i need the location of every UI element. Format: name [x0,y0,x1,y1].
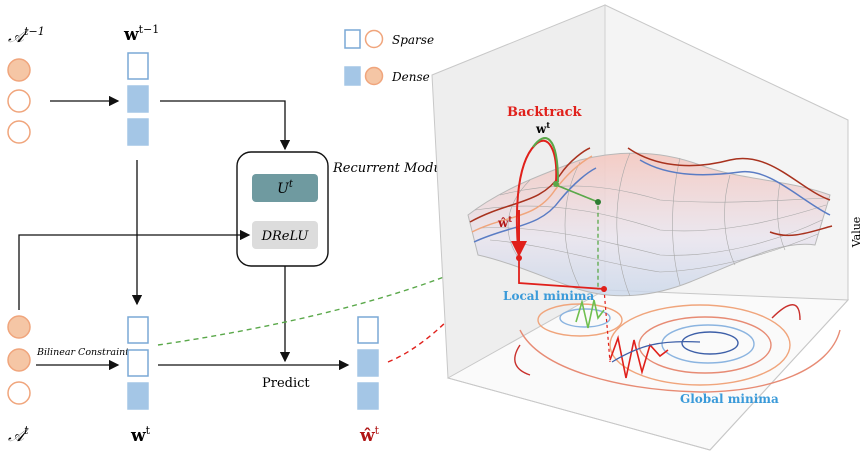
legend-dense-cell [344,66,361,86]
a-cur-group: 𝒜t [7,315,31,446]
a-prev-group: 𝒜t−1 [7,25,45,144]
w-prev-cell-dense [127,85,149,113]
mesh-line [479,219,823,256]
backtrack-green-arc [532,137,559,183]
red-trajectory [609,335,669,379]
a-cur-node-dense [7,348,31,372]
u-label: Ut [277,179,294,197]
mesh-line [616,152,631,297]
green-point-marker [595,199,601,205]
backtrack-label: Backtrack [507,105,583,120]
w-hat-cell-dense [357,349,379,377]
green-step [555,184,599,203]
green-trajectory [575,298,605,329]
predict-label: Predict [262,376,310,391]
arrow-w-prev-to-module [160,100,291,151]
edge-curve [471,155,593,233]
a-prev-node-dense [7,58,31,82]
contour-path [611,341,701,363]
w-cur-cell-dense [127,382,149,410]
edge-curve [473,167,597,243]
legend-sparse-cell [344,29,361,49]
a-cur-label: 𝒜t [8,424,29,446]
w-cur-label: wt [130,424,151,446]
contour-outer [519,329,841,393]
red-step [518,258,605,290]
w-prev-label: wt−1 [123,23,159,45]
edge-curve [639,159,831,216]
w-cur-cell-sparse [127,349,149,377]
edge-curves [469,147,833,243]
mesh-line [777,181,786,251]
w-prev-cell-sparse [127,52,149,80]
w-point-marker [553,181,559,187]
red-projection [603,288,611,363]
drelu-box [252,221,318,249]
contour-ring [559,308,611,328]
w-hat-cell-sparse [357,316,379,344]
value-axis-label: Value [850,217,863,249]
contour-ring [638,316,772,374]
edge-curve [769,225,833,237]
global-minima-label: Global minima [680,392,779,406]
edge-curve [627,147,831,201]
recurrent-module: Ut DReLU Recurrent Module [236,151,454,267]
mesh-line [564,161,581,289]
w-prev-cell-dense [127,118,149,146]
w-prev-group: wt−1 [123,23,159,146]
u-box [252,174,318,202]
mesh-line [724,174,736,266]
w-hat-point-label: ŵt [497,214,512,230]
w-cur-cell-sparse [127,316,149,344]
recurrent-module-label: Recurrent Module [332,161,454,176]
a-prev-node-sparse [7,89,31,113]
contour-outer [771,304,801,321]
legend-dense-node [364,66,384,86]
w-hat-label: ŵt [359,424,380,446]
legend: Sparse Dense [344,29,434,86]
legend-sparse-label: Sparse [392,33,434,47]
contour-ring [537,303,623,337]
legend-sparse-node [364,29,384,49]
bilinear-constraint-label: Bilinear Constraint [36,347,129,358]
local-minima-label: Local minima [503,289,594,303]
floor-contours [514,298,841,393]
contour-ring [661,324,755,364]
w-hat-cell-dense [357,382,379,410]
landscape: Backtrack wt ŵt Local minima Global mini… [431,4,863,451]
w-hat-group: ŵt [357,316,380,446]
box-edge [447,377,711,451]
mesh-line [489,233,819,273]
a-cur-node-dense [7,315,31,339]
w-cur-group: wt [127,316,151,446]
a-cur-node-sparse [7,381,31,405]
w-point-label: wt [535,120,550,136]
backtrack-red-arc [515,139,558,259]
w-hat-point-marker [516,255,522,261]
mesh-line [474,204,827,232]
box-edge [709,299,849,451]
drelu-label: DReLU [261,229,310,244]
red-point-marker [601,286,607,292]
a-prev-node-sparse [7,120,31,144]
contour-outer [514,344,531,376]
contour-ring [681,331,739,355]
contour-ring [609,304,791,386]
a-prev-label: 𝒜t−1 [8,25,45,47]
arrow-a-to-drelu [18,229,251,310]
legend-dense-label: Dense [391,70,430,84]
mesh-line [499,185,829,203]
